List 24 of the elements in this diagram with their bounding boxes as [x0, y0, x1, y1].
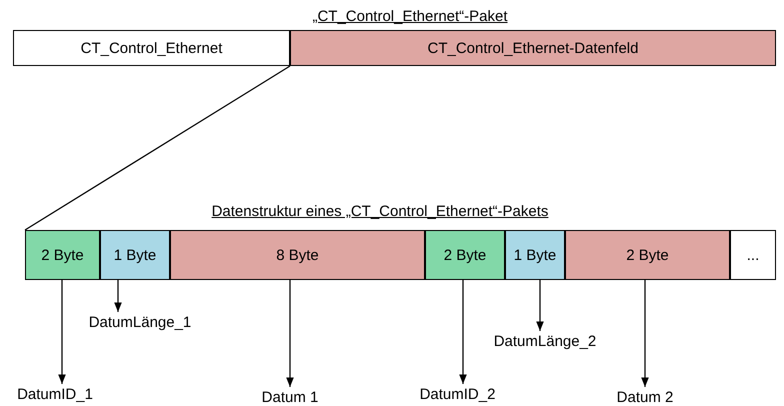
field-name-label: DatumLänge_1: [80, 312, 200, 332]
expansion-line: [24, 65, 290, 231]
field-box: 1 Byte: [505, 230, 565, 280]
field-box: CT_Control_Ethernet: [13, 30, 290, 66]
field-box: 2 Byte: [25, 230, 100, 280]
field-box: 2 Byte: [565, 230, 730, 280]
field-name-label: DatumLänge_2: [482, 331, 608, 351]
section-heading: Datenstruktur eines „CT_Control_Ethernet“-Pakets: [212, 203, 548, 220]
field-name-label: Datum 1: [250, 387, 330, 406]
arrow: [286, 280, 294, 387]
field-box: ...: [730, 230, 776, 280]
field-box: 2 Byte: [425, 230, 505, 280]
field-name-label: Datum 2: [605, 387, 685, 406]
arrow: [536, 280, 544, 331]
arrow: [58, 280, 66, 384]
arrow: [459, 280, 467, 384]
field-box: 8 Byte: [170, 230, 425, 280]
field-box: 1 Byte: [100, 230, 170, 280]
arrow: [641, 280, 649, 387]
field-box: CT_Control_Ethernet-Datenfeld: [290, 30, 776, 66]
arrow: [114, 280, 122, 312]
field-name-label: DatumID_1: [5, 384, 105, 404]
field-name-label: DatumID_2: [405, 384, 510, 404]
diagram-title: „CT_Control_Ethernet“-Paket: [312, 8, 508, 25]
